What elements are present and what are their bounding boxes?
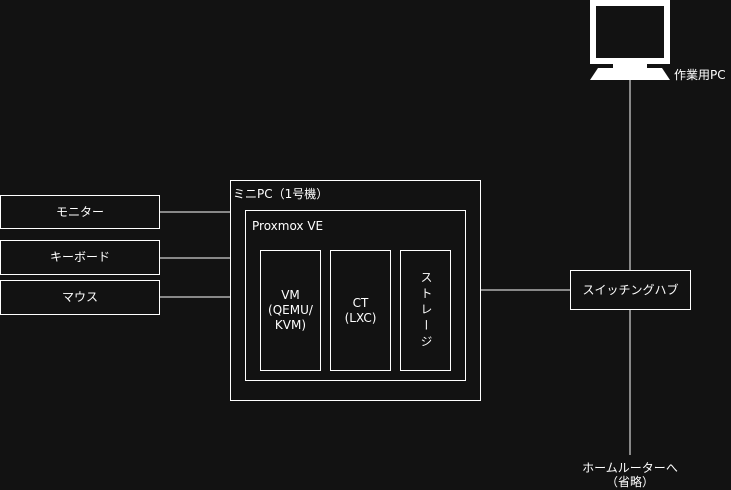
work-pc-label: 作業用PC xyxy=(674,68,726,82)
proxmox-label: Proxmox VE xyxy=(252,219,324,233)
monitor-box: モニター xyxy=(0,195,160,229)
desktop-computer-icon xyxy=(590,0,670,80)
switching-hub-label: スイッチングハブ xyxy=(582,282,679,297)
vm-box: VM (QEMU/ KVM) xyxy=(260,250,321,371)
keyboard-box: キーボード xyxy=(0,240,160,275)
mouse-label: マウス xyxy=(61,290,98,304)
mouse-box: マウス xyxy=(0,280,160,315)
storage-box: ストレージ xyxy=(400,250,451,371)
monitor-label: モニター xyxy=(55,204,104,219)
mini-pc-box: ミニPC（1号機） xyxy=(230,180,481,401)
ct-label: CT (LXC) xyxy=(344,295,377,325)
switching-hub-box: スイッチングハブ xyxy=(570,270,691,310)
vm-label: VM (QEMU/ KVM) xyxy=(268,288,313,332)
keyboard-label: キーボード xyxy=(49,250,110,264)
ct-box: CT (LXC) xyxy=(330,250,391,371)
storage-label: ストレージ xyxy=(419,270,433,351)
proxmox-box: Proxmox VE xyxy=(245,210,466,381)
mini-pc-label: ミニPC（1号機） xyxy=(233,187,329,201)
home-router-label: ホームルーターへ （省略） xyxy=(582,461,678,489)
